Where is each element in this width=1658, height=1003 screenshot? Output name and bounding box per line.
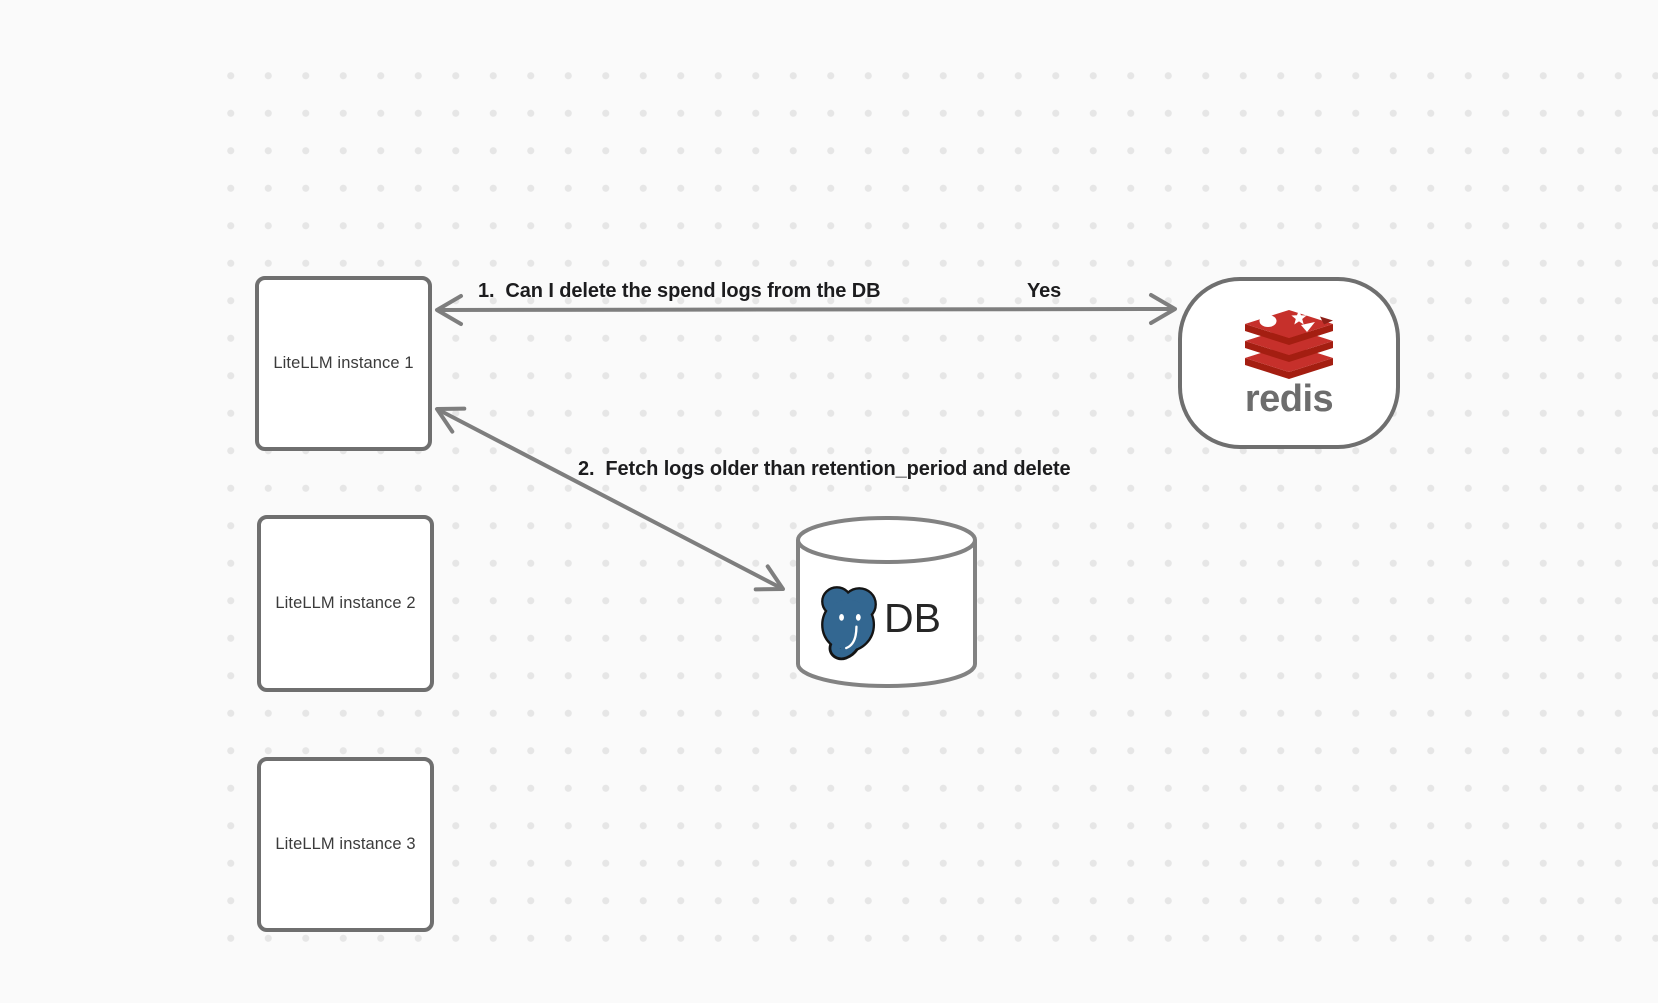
dot-grid-background [212,57,1658,958]
node-litellm-instance-1-label: LiteLLM instance 1 [273,354,414,372]
edge-2-label[interactable]: 2. Fetch logs older than retention_perio… [578,458,1071,480]
db-label: DB [884,595,941,641]
node-redis[interactable]: redis [1178,277,1400,449]
node-db-cylinder[interactable] [796,514,977,690]
node-litellm-instance-1[interactable]: LiteLLM instance 1 [255,276,432,451]
redis-logo-icon [1245,309,1333,379]
node-litellm-instance-3[interactable]: LiteLLM instance 3 [257,757,434,932]
redis-wordmark: redis [1244,377,1334,420]
postgresql-elephant-icon [821,586,877,661]
edge-1-label[interactable]: 1. Can I delete the spend logs from the … [478,280,881,302]
edge-1-response-label[interactable]: Yes [1027,280,1062,302]
node-litellm-instance-2-label: LiteLLM instance 2 [275,594,416,612]
edge-1-double-arrow[interactable] [435,293,1177,326]
edge-2-double-arrow[interactable] [435,406,785,592]
node-litellm-instance-3-label: LiteLLM instance 3 [275,835,416,853]
node-litellm-instance-2[interactable]: LiteLLM instance 2 [257,515,434,692]
